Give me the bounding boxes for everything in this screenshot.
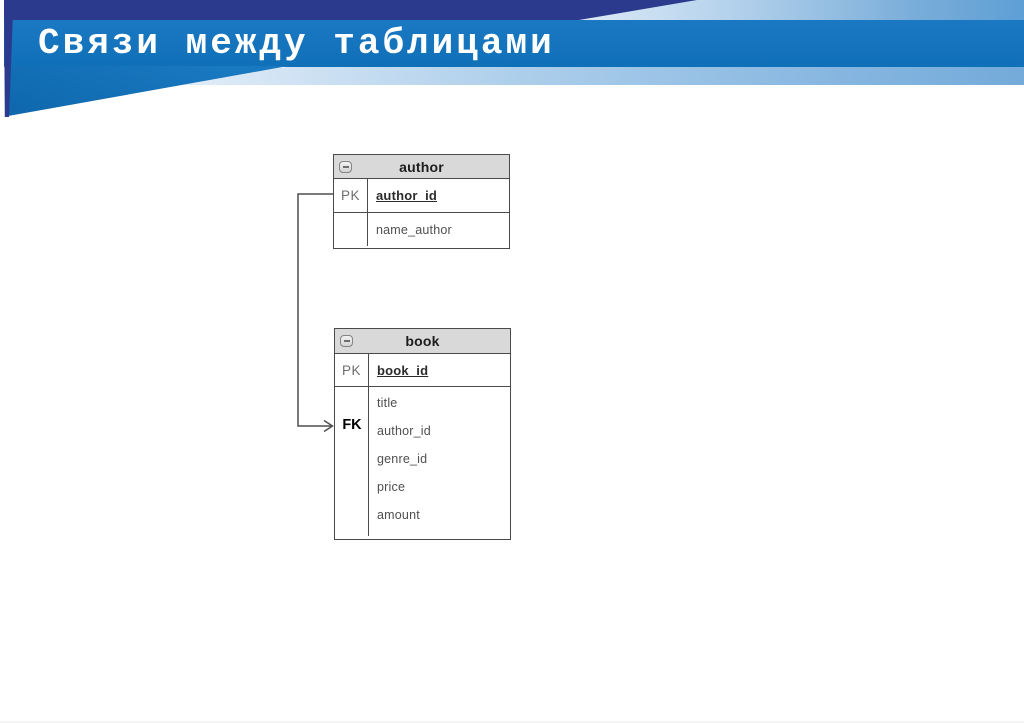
field-name: name_author <box>376 222 452 237</box>
pk-label: PK <box>340 188 360 203</box>
pk-field-name: author_id <box>376 188 438 203</box>
field-name: genre_id <box>377 452 428 466</box>
er-table-author: author PK author_id name_author <box>333 154 510 249</box>
field-cell: name_author <box>368 213 509 246</box>
header-pale-band <box>159 67 1024 85</box>
table-name: book <box>405 333 440 349</box>
key-column: PK <box>334 179 368 212</box>
er-table-book-header: book <box>335 329 510 354</box>
collapse-minus-icon <box>339 160 352 173</box>
collapse-minus-icon <box>340 335 353 347</box>
pk-label: PK <box>341 362 361 378</box>
field-name: price <box>377 480 406 494</box>
er-row-pk: PK book_id <box>335 354 510 387</box>
er-row-pk: PK author_id <box>334 179 509 213</box>
header-navy-strip <box>3 0 698 22</box>
field-row: amount <box>369 501 510 529</box>
key-column: PK <box>335 354 369 386</box>
er-table-book: book PK book_id FK title author_id genre… <box>334 328 511 540</box>
er-field-section: FK title author_id genre_id price amount <box>335 387 510 536</box>
er-row-field: name_author <box>334 213 509 246</box>
table-name: author <box>399 158 444 175</box>
er-table-author-header: author <box>334 155 509 179</box>
field-row: author_id <box>369 417 510 445</box>
field-row: genre_id <box>369 445 510 473</box>
field-name: title <box>377 396 398 410</box>
key-column <box>335 387 369 536</box>
key-column <box>334 213 368 246</box>
field-cell: author_id <box>368 179 509 212</box>
relation-connector-arrow <box>297 193 334 433</box>
field-name: author_id <box>377 424 431 438</box>
field-row: price <box>369 473 510 501</box>
header-navy-sliver <box>4 0 14 117</box>
field-list: title author_id genre_id price amount <box>369 387 510 536</box>
field-cell: book_id <box>369 354 510 386</box>
fk-label: FK <box>342 417 362 433</box>
pk-field-name: book_id <box>377 362 429 378</box>
field-row: title <box>369 389 510 417</box>
header-title-band: Связи между таблицами <box>4 20 1024 67</box>
page-title: Связи между таблицами <box>38 23 555 64</box>
field-name: amount <box>377 508 420 522</box>
